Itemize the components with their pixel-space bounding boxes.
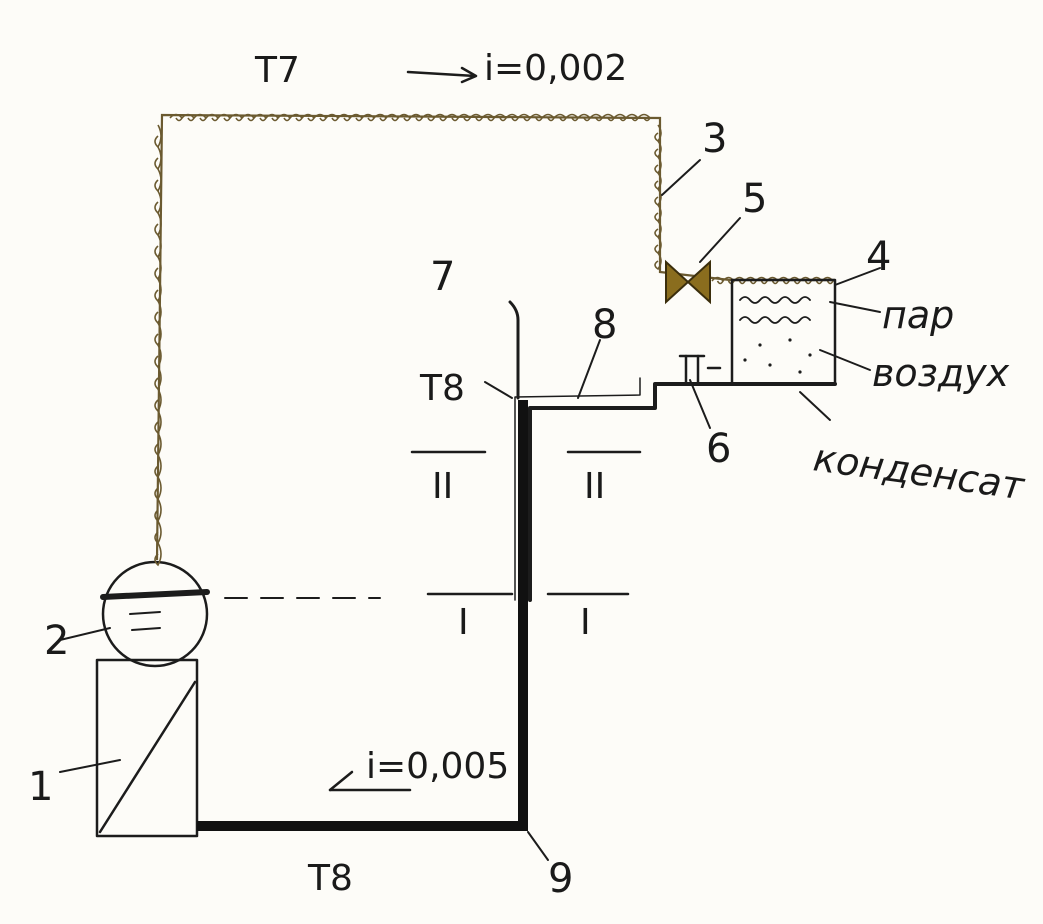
coil-loop	[154, 146, 162, 171]
label-boiler: 1	[28, 764, 53, 810]
drum	[100, 560, 210, 668]
label-steam-slope: i=0,002	[484, 48, 627, 89]
steam-trap	[678, 354, 722, 386]
coil-loop	[154, 168, 162, 193]
receiver-tank	[730, 278, 837, 386]
steam-slope-arrow	[406, 66, 478, 84]
valve	[665, 259, 711, 305]
boiler	[95, 658, 199, 838]
label-level-one-right: I	[580, 602, 591, 643]
label-condensate: конденсат	[811, 435, 1029, 508]
label-level-two-left: II	[432, 466, 453, 507]
condensate-line-upper	[514, 377, 837, 602]
label-drum: 2	[44, 618, 69, 664]
label-steam: пар	[882, 293, 954, 337]
condensate-slope-arrow	[328, 770, 412, 792]
coil-loop	[637, 113, 651, 122]
coil-loop	[654, 252, 662, 271]
condensate-main	[197, 400, 528, 831]
label-level-one-left: I	[458, 602, 469, 643]
label-low-point: 9	[548, 856, 573, 902]
label-condensate-line: 8	[592, 302, 617, 348]
label-receiver: 4	[866, 234, 891, 280]
label-vent: 7	[430, 254, 455, 300]
label-trap: 6	[706, 426, 731, 472]
leader-lines	[59, 159, 881, 861]
level-one-line	[224, 592, 630, 599]
label-steam-line: Т7	[254, 50, 300, 91]
label-condensate-top: Т8	[419, 368, 465, 409]
label-air: воздух	[872, 351, 1010, 395]
coil-loop	[154, 542, 162, 567]
coil-loop	[154, 124, 162, 149]
label-valve: 5	[742, 176, 767, 222]
label-condensate-slope: i=0,005	[366, 746, 509, 787]
label-level-two-right: II	[584, 466, 605, 507]
label-riser: 3	[702, 116, 727, 162]
air-vent	[508, 300, 520, 400]
label-condensate-bottom: Т8	[307, 858, 353, 899]
